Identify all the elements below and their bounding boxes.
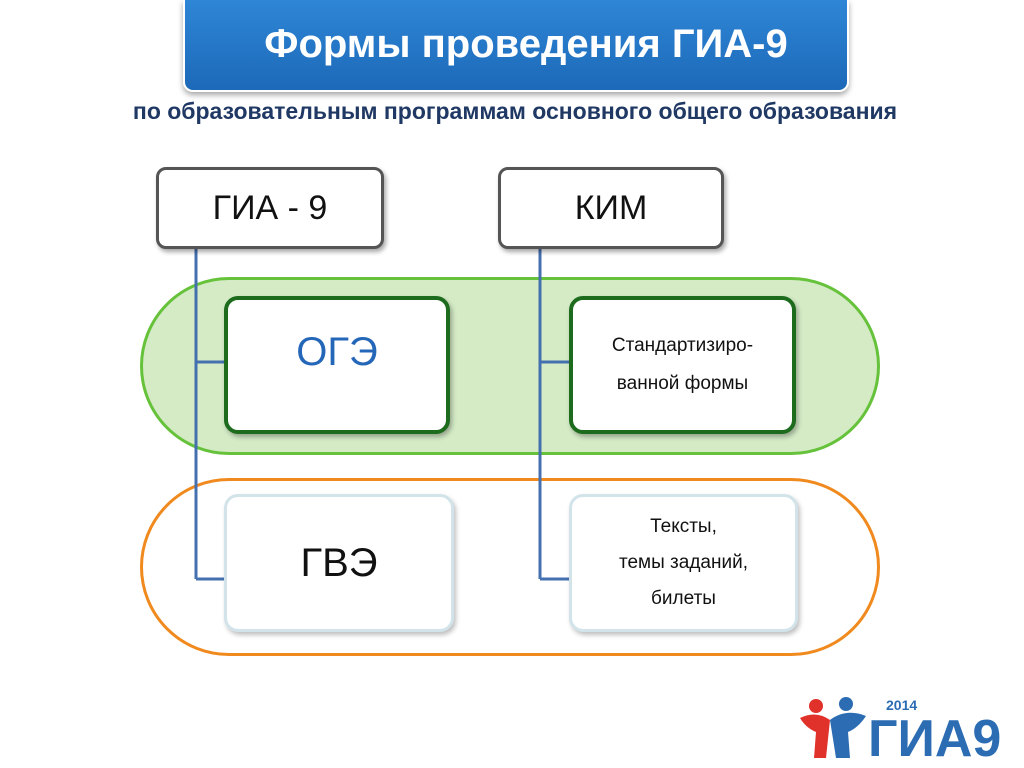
- standard-form-label: Стандартизиро- ванной формы: [611, 335, 754, 394]
- title-banner: Формы проведения ГИА-9: [183, 0, 849, 92]
- oge-label: ОГЭ: [296, 330, 378, 374]
- page-subtitle: по образовательным программам основного …: [132, 98, 898, 124]
- gve-label: ГВЭ: [300, 540, 378, 585]
- header-box-gia9: ГИА - 9: [156, 167, 384, 249]
- header-label-kim: КИМ: [574, 188, 648, 227]
- oge-box: ОГЭ: [224, 296, 450, 434]
- texts-tasks-box: Тексты, темы заданий, билеты: [569, 494, 798, 632]
- gve-box: ГВЭ: [224, 494, 454, 632]
- logo-figure-icon: [800, 697, 866, 758]
- texts-tasks-label: Тексты, темы заданий, билеты: [619, 516, 748, 609]
- logo-year: 2014: [886, 697, 917, 713]
- header-box-kim: КИМ: [498, 167, 724, 249]
- standard-form-box: Стандартизиро- ванной формы: [569, 296, 796, 434]
- gia9-logo: 2014 ГИА9: [800, 697, 1001, 760]
- logo-text: ГИА9: [868, 710, 1001, 760]
- header-label-gia9: ГИА - 9: [212, 188, 328, 227]
- page-title: Формы проведения ГИА-9: [264, 22, 788, 66]
